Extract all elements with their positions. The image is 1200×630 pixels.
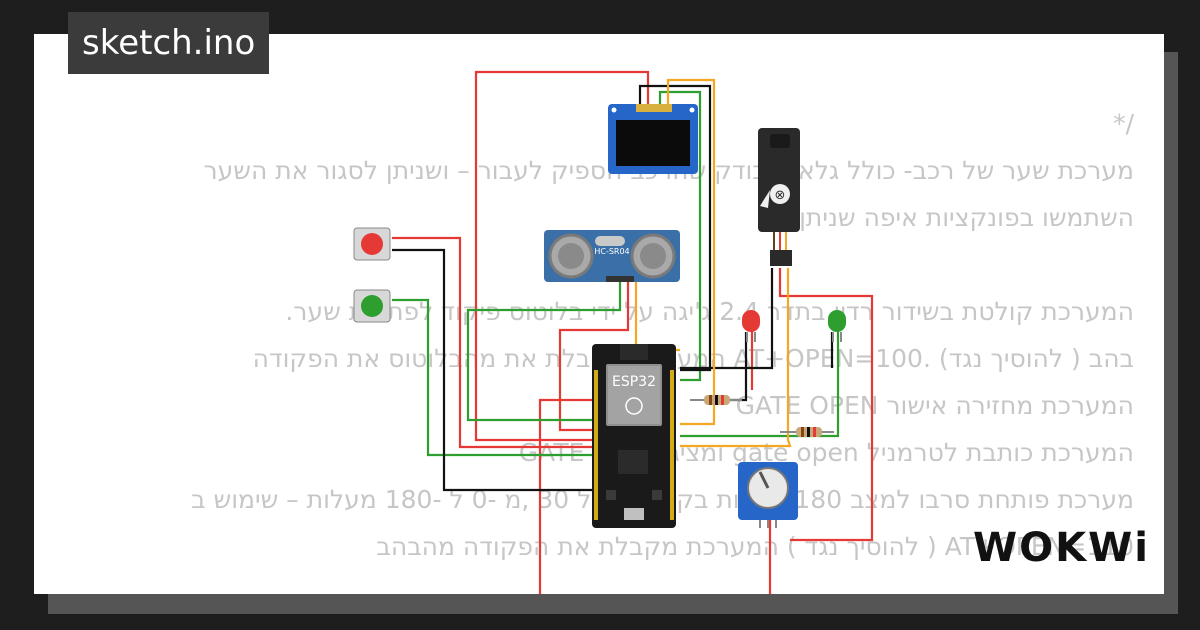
resistor-2 <box>780 427 834 437</box>
resistor-1 <box>690 395 742 405</box>
wire-black-servo <box>680 268 774 370</box>
wire-green-oled <box>658 90 702 382</box>
wire-black-led <box>730 332 748 402</box>
code-line: AT+OPEN=110 ( להוסיך נגד ) המערכת מקבלת … <box>376 532 1134 561</box>
wires <box>392 70 874 594</box>
servo-motor[interactable]: ⊗ <box>758 128 800 266</box>
wire-orange-servo <box>680 268 792 448</box>
file-name-tab[interactable]: sketch.ino <box>68 12 270 74</box>
code-line: השתמשו בפונקציות איפה שניתן <box>799 203 1134 232</box>
green-push-button[interactable] <box>353 289 391 323</box>
ultrasonic-label: HC-SR04 <box>594 247 629 256</box>
ultrasonic-sensor[interactable]: HC-SR04 <box>544 230 680 282</box>
wire-red-sonar <box>558 280 630 432</box>
wire-green-sonar <box>466 280 622 422</box>
wire-green-button <box>392 298 600 457</box>
wire-red-oled <box>474 70 650 442</box>
red-led <box>742 310 760 342</box>
wokwi-logo: WOKWi <box>973 525 1150 571</box>
circuit-diagram: HC-SR04 ⊗ <box>353 70 874 594</box>
potentiometer[interactable] <box>738 462 798 528</box>
oled-display[interactable] <box>608 104 698 174</box>
wire-red-buttons <box>392 236 600 449</box>
wire-black-buttons <box>392 248 600 492</box>
esp32-label: ESP32 <box>612 374 656 390</box>
green-led <box>828 310 846 342</box>
wire-red-servo <box>778 268 874 542</box>
wire-orange-sonar <box>634 280 680 352</box>
wire-green-led <box>680 330 840 438</box>
code-line: /* <box>1113 109 1134 138</box>
code-line: המערכת מחזירה אישור GATE OPEN <box>735 391 1134 420</box>
espressif-logo-icon <box>625 397 643 415</box>
esp32-board[interactable]: ESP32 <box>592 344 676 528</box>
wire-black-oled <box>638 84 712 372</box>
wire-red-pot <box>538 398 772 594</box>
wire-orange-oled <box>666 78 716 426</box>
preview-card: /* מערכת שער של רכב- כולל גלאי שבודק שהר… <box>34 34 1164 594</box>
servo-horn-icon: ⊗ <box>775 188 786 203</box>
red-push-button[interactable] <box>353 227 391 261</box>
